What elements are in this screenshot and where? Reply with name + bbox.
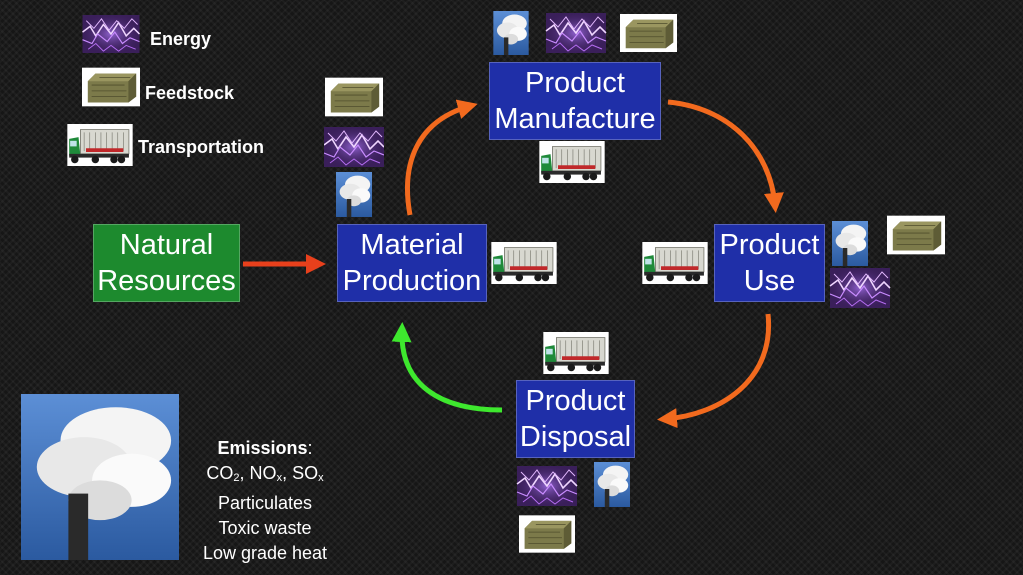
node-natural-resources: Natural Resources [93, 224, 240, 302]
arrow-use-to-disposal [657, 313, 772, 429]
node-product-disposal-line1: Product [525, 385, 626, 417]
node-product-manufacture: Product Manufacture [489, 62, 661, 140]
hay-bale-icon [519, 512, 575, 556]
smokestack-icon [591, 462, 633, 507]
legend-feedstock-label: Feedstock [145, 83, 235, 103]
lightning-icon [80, 15, 142, 53]
material-transport-icon [490, 242, 558, 284]
node-product-disposal-line2: Disposal [519, 421, 632, 453]
node-natural-resources-line2: Resources [97, 265, 236, 297]
smokestack-icon [21, 394, 179, 560]
material-emissions-icon [333, 172, 375, 217]
legend-energy-label: Energy [150, 29, 212, 49]
use-emissions-icon [829, 221, 871, 266]
legend-transportation-icon [66, 124, 134, 166]
node-product-use-line2: Use [743, 265, 796, 297]
hay-bale-icon [325, 75, 383, 119]
disposal-emissions-icon [591, 462, 633, 507]
legend-feedstock-icon [82, 66, 140, 108]
material-feedstock-icon [325, 75, 383, 119]
disposal-transport-icon [542, 332, 610, 374]
node-material-production: Material Production [337, 224, 487, 302]
disposal-energy-icon [516, 466, 578, 506]
arrow-disposal-to-material [391, 322, 503, 413]
smokestack-icon [333, 172, 375, 217]
manufacture-emissions-icon [491, 11, 531, 55]
node-product-manufacture-line1: Product [525, 67, 625, 99]
emissions-photo [21, 394, 179, 560]
node-product-use: Product Use [714, 224, 825, 302]
truck-icon [490, 242, 558, 284]
hay-bale-icon [620, 11, 677, 55]
emissions-toxic-waste: Toxic waste [218, 518, 312, 538]
truck-icon [542, 332, 610, 374]
node-natural-resources-line1: Natural [119, 229, 214, 261]
truck-icon [66, 124, 134, 166]
legend-transportation-label: Transportation [138, 137, 265, 157]
emissions-low-grade-heat: Low grade heat [202, 543, 328, 563]
use-feedstock-icon [887, 213, 945, 257]
smokestack-icon [829, 221, 871, 266]
node-product-manufacture-line2: Manufacture [494, 103, 656, 135]
emissions-particulates: Particulates [217, 493, 313, 513]
manufacture-transport-icon [538, 141, 606, 183]
node-product-use-line1: Product [719, 229, 820, 261]
manufacture-energy-icon [545, 13, 607, 53]
truck-icon [641, 242, 709, 284]
lightning-icon [516, 466, 578, 506]
emissions-gases: CO2, NOx, SOx [206, 463, 324, 484]
emissions-list: Emissions: CO2, NOx, SOx Particulates To… [180, 436, 350, 566]
hay-bale-icon [82, 66, 140, 108]
manufacture-feedstock-icon [620, 11, 677, 55]
node-product-disposal: Product Disposal [516, 380, 635, 458]
lightning-icon [545, 13, 607, 53]
hay-bale-icon [887, 213, 945, 257]
use-energy-icon [829, 268, 891, 308]
emissions-heading: Emissions: [217, 438, 313, 458]
node-material-production-line2: Production [342, 265, 482, 297]
lightning-icon [829, 268, 891, 308]
lightning-icon [324, 127, 384, 167]
use-transport-icon [641, 242, 709, 284]
disposal-feedstock-icon [519, 512, 575, 556]
smokestack-icon [491, 11, 531, 55]
material-energy-icon [324, 127, 384, 167]
truck-icon [538, 141, 606, 183]
arrow-manufacture-to-use [667, 99, 784, 213]
legend-energy-icon [80, 15, 142, 53]
arrow-material-to-manufacture [405, 99, 478, 216]
node-material-production-line1: Material [360, 229, 464, 261]
